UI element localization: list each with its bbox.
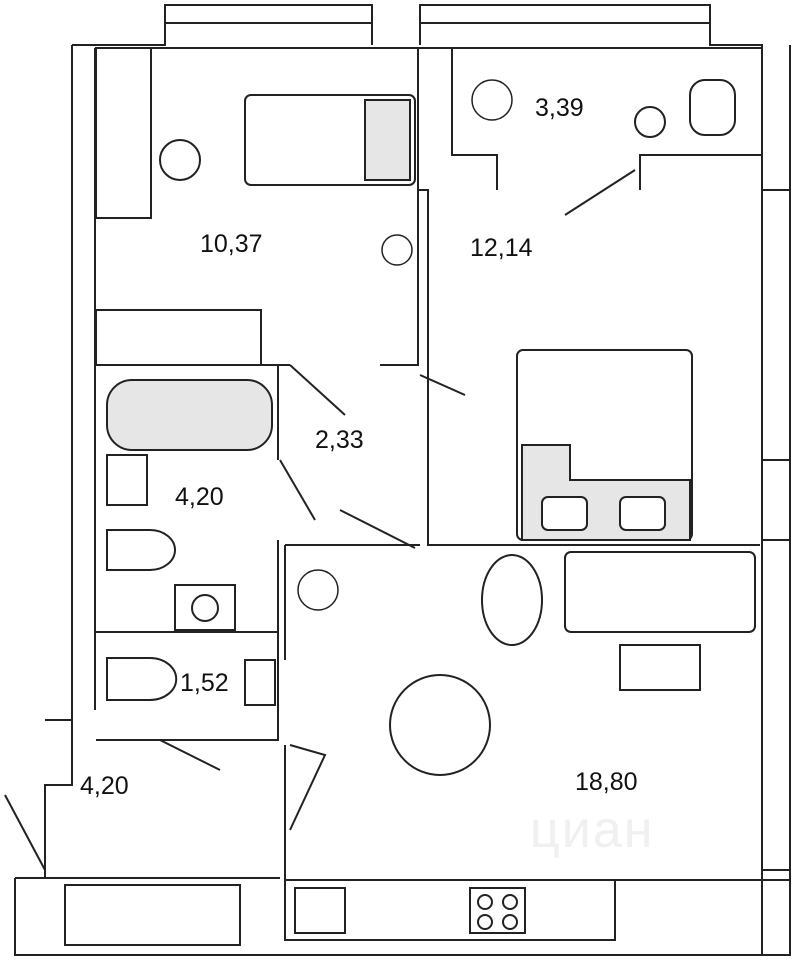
toilet-sink xyxy=(244,659,276,706)
window-right-1 xyxy=(761,189,791,461)
room-area-label: 3,39 xyxy=(535,94,584,122)
room-area-label: 4,20 xyxy=(80,772,129,800)
room-area-label: 12,14 xyxy=(470,234,533,262)
dining-table xyxy=(389,674,491,776)
bath-sink xyxy=(106,454,148,506)
bed-small xyxy=(244,94,416,186)
door-bedroom-small xyxy=(289,364,346,416)
balcony-wall xyxy=(451,47,763,190)
window-right-2 xyxy=(761,539,791,871)
door-balcony xyxy=(564,169,636,216)
wall-bottom-balcony xyxy=(45,877,280,956)
bathtub xyxy=(106,379,273,451)
wardrobe xyxy=(95,309,262,366)
door-toilet xyxy=(159,739,221,771)
door-bedroom xyxy=(419,374,466,396)
watermark-logo: циан xyxy=(530,801,655,859)
pillow xyxy=(541,496,588,531)
tv-table xyxy=(619,644,701,691)
door-bath xyxy=(279,459,316,521)
washing-machine xyxy=(174,584,236,631)
rug xyxy=(481,554,543,646)
side-table xyxy=(634,106,666,138)
kitchen-counter xyxy=(284,879,616,941)
room-area-label: 18,80 xyxy=(575,768,638,796)
balcony-bottom-rail xyxy=(64,884,241,946)
door-entrance-2 xyxy=(289,744,327,831)
room-area-label: 1,52 xyxy=(180,669,229,697)
door-entrance xyxy=(4,794,46,871)
room-area-label: 2,33 xyxy=(315,426,364,454)
sink xyxy=(294,887,346,934)
desk xyxy=(95,47,152,219)
wall-bedroom-small xyxy=(96,47,760,546)
window-top-right xyxy=(419,4,711,24)
room-area-label: 10,37 xyxy=(200,230,263,258)
sofa xyxy=(564,551,756,633)
pillow xyxy=(619,496,666,531)
toilet-bowl xyxy=(106,657,178,701)
bed-small-pillow-zone xyxy=(364,99,411,181)
wall-hallway xyxy=(96,365,429,741)
door-living xyxy=(339,509,416,549)
plant-icon xyxy=(297,79,513,611)
desk-chair xyxy=(159,139,201,181)
room-area-label: 4,20 xyxy=(175,483,224,511)
bidet xyxy=(106,529,176,571)
stove xyxy=(469,887,526,934)
armchair xyxy=(689,79,736,136)
window-top xyxy=(164,4,373,24)
